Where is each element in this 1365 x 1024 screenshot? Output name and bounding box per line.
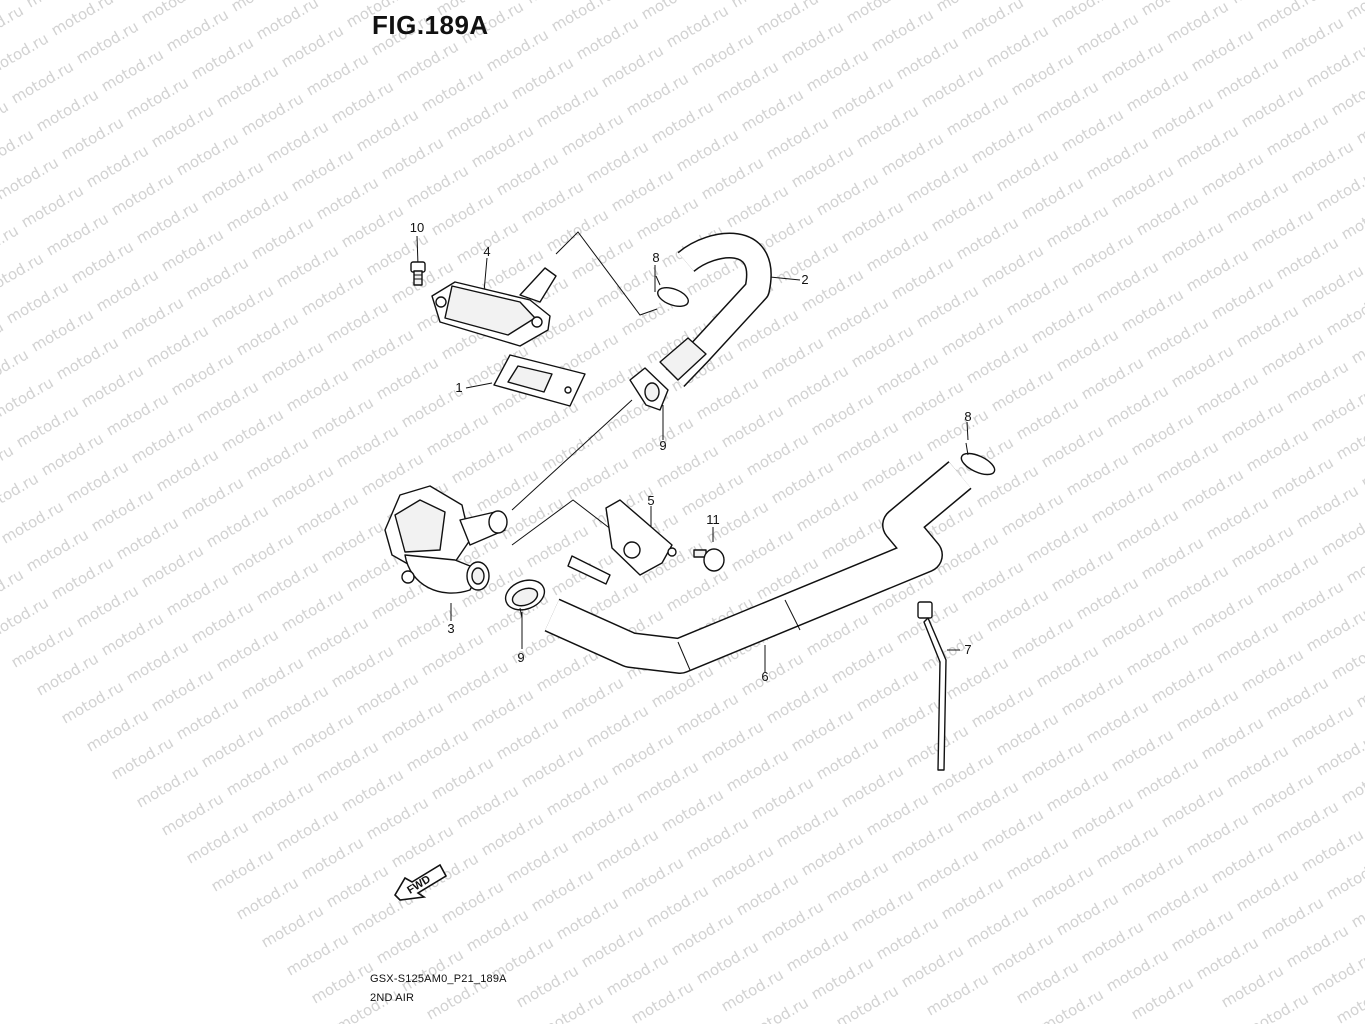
callout-6: 6: [761, 669, 768, 684]
callout-9: 9: [517, 650, 524, 665]
hose-bracket-icon: [567, 499, 677, 585]
model-code: GSX-S125AM0_P21_189A: [370, 973, 507, 985]
watermark-text: motod.ru: [1343, 0, 1365, 23]
callout-1: 1: [455, 380, 462, 395]
callout-10: 10: [410, 220, 424, 235]
callout-8: 8: [652, 250, 659, 265]
hose-clip-icon: [960, 442, 996, 476]
bolt-icon: [410, 261, 426, 286]
callout-11: 11: [706, 512, 720, 527]
callout-3: 3: [447, 621, 454, 636]
pair-valve-icon: [384, 485, 508, 594]
section-name: 2ND AIR: [370, 992, 415, 1004]
callout-7: 7: [964, 642, 971, 657]
reed-valve-cover-icon: [431, 267, 557, 347]
upper-hose-icon: [659, 232, 772, 388]
hose-clip-icon: [655, 275, 689, 307]
callout-4: 4: [483, 244, 490, 259]
cable-tie-icon: [917, 601, 947, 771]
leader-lines: [416, 231, 969, 672]
forward-arrow-icon: FWD: [393, 863, 448, 901]
lower-hose-icon: [544, 461, 972, 674]
callout-8: 8: [964, 409, 971, 424]
callout-9: 9: [659, 438, 666, 453]
filter-element-icon: [493, 354, 586, 407]
figure-title: FIG.189A: [372, 10, 489, 40]
callout-5: 5: [647, 493, 654, 508]
callout-2: 2: [801, 272, 808, 287]
callout-labels: 1 2 3 4 5 6 7 8 8 9 9 10 11: [410, 220, 972, 684]
spring-clamp-icon: [504, 579, 546, 619]
spring-clamp-icon: [629, 367, 669, 411]
bolt-icon: [693, 548, 725, 572]
